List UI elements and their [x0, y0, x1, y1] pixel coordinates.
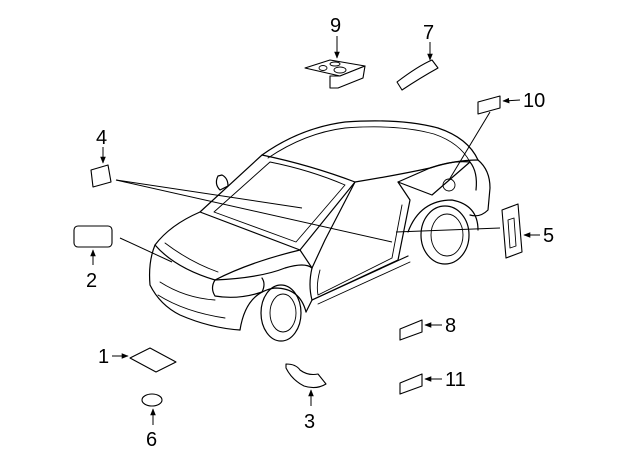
callout-3: 3	[304, 411, 315, 433]
part-2	[73, 225, 113, 248]
callout-5: 5	[543, 225, 554, 247]
part-6	[141, 393, 163, 407]
callout-1: 1	[98, 346, 109, 368]
callout-9: 9	[330, 15, 341, 37]
part-10	[477, 95, 501, 115]
car-illustration	[148, 120, 491, 342]
callout-7: 7	[423, 22, 434, 44]
part-5	[501, 203, 523, 259]
callout-10: 10	[523, 90, 545, 112]
part-7	[396, 59, 439, 91]
callout-2: 2	[86, 270, 97, 292]
leader-lines	[115, 111, 501, 263]
part-9	[304, 59, 366, 89]
callout-4: 4	[96, 127, 107, 149]
callout-11: 11	[445, 369, 466, 391]
part-4	[90, 164, 112, 188]
part-8	[399, 319, 423, 341]
callout-8: 8	[445, 315, 456, 337]
part-11	[399, 373, 423, 395]
part-3	[285, 363, 327, 389]
part-1	[129, 347, 177, 373]
callout-arrows	[90, 36, 540, 425]
callout-6: 6	[146, 429, 157, 451]
